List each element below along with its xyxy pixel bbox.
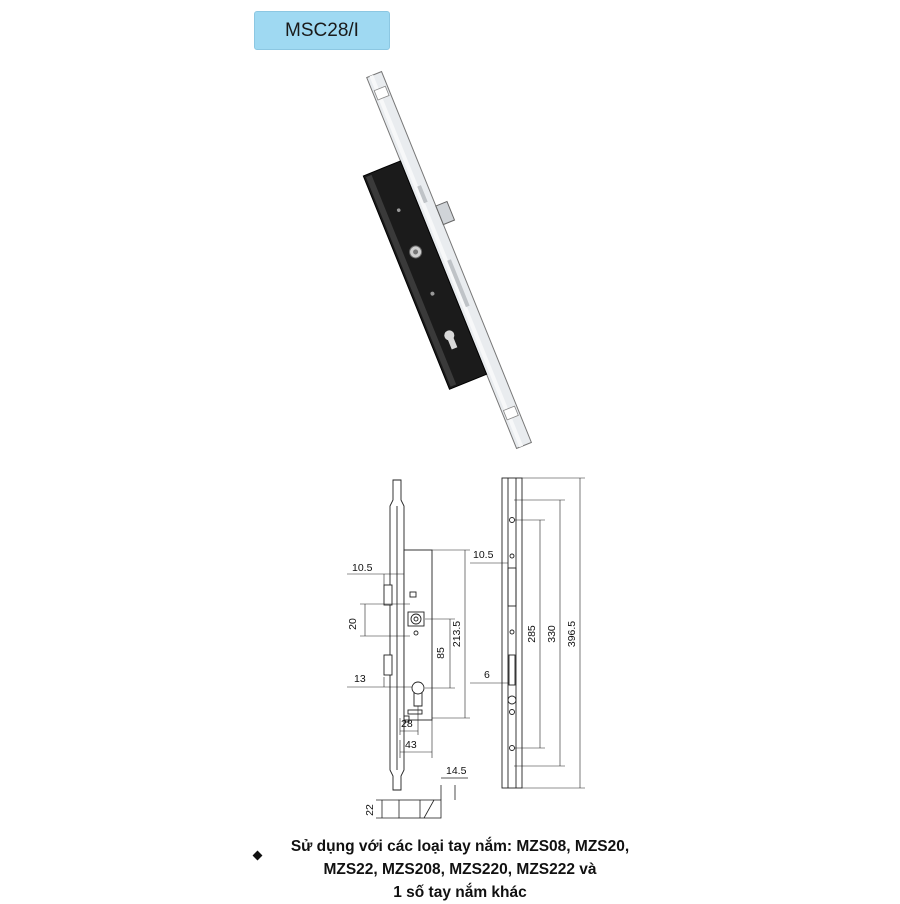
side-dimension-lines [347, 549, 470, 758]
dim-side-depth: 43 [405, 739, 417, 751]
dim-front-285: 285 [526, 625, 538, 643]
caption-line-3: 1 số tay nắm khác [393, 884, 527, 901]
dim-bolt-height: 22 [364, 804, 376, 816]
dim-side-backset-top: 10.5 [352, 562, 373, 574]
dim-front-top-offset: 10.5 [473, 549, 494, 561]
side-view [383, 479, 433, 791]
dim-bolt-width: 14.5 [446, 765, 467, 777]
caption-line-2: MZS22, MZS208, MZS220, MZS222 và [323, 861, 597, 878]
dim-front-330: 330 [546, 625, 558, 643]
dim-side-cyl-offset: 13 [354, 673, 366, 685]
dim-side-spacing: 20 [347, 618, 359, 630]
dim-side-center-distance: 85 [435, 647, 447, 659]
dim-front-396: 396.5 [566, 621, 578, 647]
lock-illustration [362, 70, 533, 450]
caption-line-1: Sử dụng với các loại tay nắm: MZS08, MZS… [290, 838, 630, 855]
compatibility-caption: Sử dụng với các loại tay nắm: MZS08, MZS… [250, 835, 670, 904]
model-code-badge: MSC28/I [254, 11, 390, 50]
front-view [501, 477, 523, 789]
bolt-detail [376, 777, 468, 819]
front-dimension-lines [470, 477, 585, 789]
dim-front-slot-width: 6 [484, 669, 490, 681]
dim-side-backset: 28 [401, 718, 413, 730]
dim-side-case-height: 213.5 [451, 621, 463, 647]
